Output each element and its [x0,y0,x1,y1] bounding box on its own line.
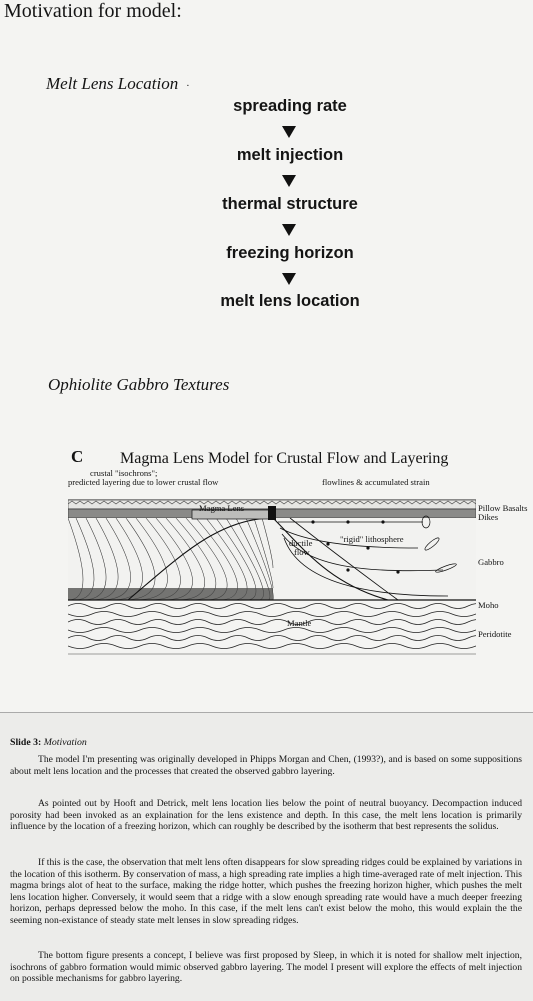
strain-ellipse-2 [424,537,440,551]
figure-letter: C [71,447,84,466]
gabbro-label: Gabbro [478,557,504,567]
slide-title: Motivation for model: [4,0,182,22]
isochrons-label-1: crustal "isochrons"; [90,468,158,478]
rigid-lithosphere-label: "rigid" lithosphere [340,534,404,544]
flowlines [278,517,449,601]
section-heading-melt-lens-text: Melt Lens Location [46,74,179,93]
flowline-markers [311,520,400,574]
figure-title: Magma Lens Model for Crustal Flow and La… [120,450,449,467]
pillow-texture [68,500,476,505]
notes-paragraph-4: The bottom figure presents a concept, I … [10,950,522,985]
dikes-label: Dikes [478,512,499,522]
down-arrow-icon [282,224,296,236]
magma-lens-label: Magma Lens [199,503,245,513]
strain-ellipse-3 [435,563,457,573]
notes-heading-prefix: Slide 3: [10,737,44,748]
notes-heading: Slide 3: Motivation [10,737,87,748]
pillow-basalts-label: Pillow Basalts [478,503,528,513]
ductile-flow-label-2: flow [294,547,310,557]
moho-label: Moho [478,600,499,610]
flow-step-spreading-rate: spreading rate [233,97,347,115]
flow-step-melt-lens-location: melt lens location [220,292,360,310]
notes-paragraph-2: As pointed out by Hooft and Detrick, mel… [10,798,522,833]
section-heading-ophiolite: Ophiolite Gabbro Textures [48,375,230,394]
notes-paragraph-3: If this is the case, the observation tha… [10,857,522,926]
speaker-notes: Slide 3: Motivation The model I'm presen… [0,712,533,1001]
rigid-boundary [272,517,389,601]
flow-step-melt-injection: melt injection [236,146,344,164]
flowlines-label: flowlines & accumulated strain [322,477,430,487]
lower-crust-band [68,588,273,600]
slide-panel: Motivation for model: Melt Lens Location… [0,0,533,712]
down-arrow-icon [282,273,296,285]
notes-heading-title: Motivation [43,737,87,748]
ductile-flow-label-1: ductile [289,538,313,548]
flow-step-thermal-structure: thermal structure [222,195,358,213]
notes-paragraph-1: The model I'm presenting was originally … [10,754,522,777]
mantle-label: Mantle [287,618,312,628]
section-heading-mark: · [186,81,189,92]
strain-ellipse-1 [421,515,431,529]
freezing-boundary [127,517,274,601]
down-arrow-icon [282,175,296,187]
magma-lens-diagram [68,499,476,655]
section-heading-melt-lens: Melt Lens Location · [46,74,189,94]
flow-step-freezing-horizon: freezing horizon [226,244,354,262]
axial-injection [268,506,276,520]
down-arrow-icon [282,126,296,138]
mantle-texture [68,603,476,649]
isochrons-label-2: predicted layering due to lower crustal … [68,477,219,487]
peridotite-label: Peridotite [478,629,512,639]
